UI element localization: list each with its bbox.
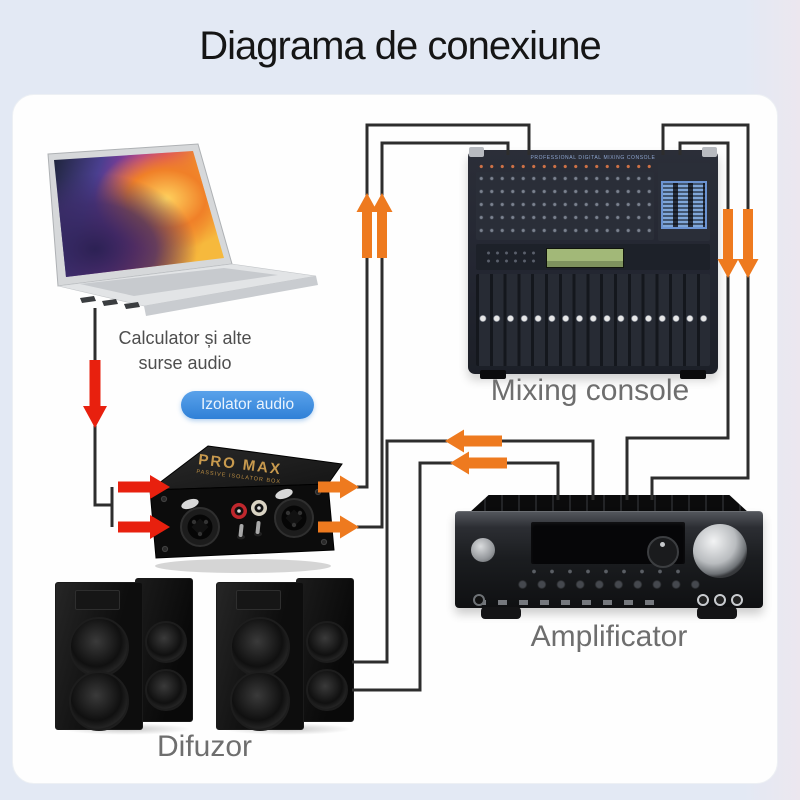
speaker-cabinet: [296, 578, 354, 722]
console-lcd-display: [546, 248, 624, 268]
amplifier-button-row: [525, 568, 685, 575]
console-caption: Mixing console: [490, 374, 690, 407]
speaker-woofer: [230, 671, 290, 731]
xlr-connector-left: [180, 498, 220, 547]
console-vu-meter: [661, 181, 707, 229]
amplifier-illustration: [455, 495, 763, 625]
speaker-pair-left: [55, 578, 197, 735]
speaker-pair-right: [216, 578, 358, 735]
console-gain-knob-row: [476, 163, 654, 170]
console-fader-caps: [476, 312, 710, 324]
rca-jack-red: [231, 503, 247, 519]
amplifier-foot: [481, 607, 521, 619]
speaker-port: [74, 590, 120, 610]
power-knob: [471, 538, 495, 562]
console-master-section: [658, 163, 710, 241]
speaker-cabinet: [216, 582, 304, 731]
console-panel-label: PROFESSIONAL DIGITAL MIXING CONSOLE: [530, 155, 656, 161]
laptop-caption: Calculator și alte surse audio: [85, 326, 285, 376]
rca-jack-white: [251, 500, 267, 516]
speaker-cabinet: [135, 578, 193, 722]
laptop-caption-line1: Calculator și alte: [118, 328, 252, 348]
speaker-cabinet: [55, 582, 143, 731]
xlr-connector-right: [274, 488, 314, 538]
speakers-caption: Difuzor: [156, 730, 253, 763]
laptop-port-icon: [102, 299, 118, 306]
console-fader-section: [476, 274, 710, 366]
console-knob-section: [476, 172, 654, 240]
headphone-jack-icon: [473, 594, 485, 606]
speaker-woofer: [230, 617, 290, 677]
amplifier-logo-strip: [477, 600, 656, 605]
laptop-front-edge: [144, 276, 318, 316]
laptop-keyboard: [80, 268, 278, 296]
isolator-box-illustration: PRO MAX PASSIVE ISOLATOR BOX: [148, 445, 343, 573]
laptop-port-icon: [80, 296, 96, 303]
rca-jacks: [697, 594, 743, 606]
speaker-woofer: [69, 671, 129, 731]
mixing-console-illustration: PROFESSIONAL DIGITAL MIXING CONSOLE: [468, 147, 718, 379]
ground-switch: [237, 521, 262, 540]
isolator-audio-badge: Izolator audio: [181, 391, 315, 419]
amplifier-knob-row: [513, 578, 705, 591]
amplifier-body: [455, 511, 763, 608]
selector-knob: [647, 536, 679, 568]
laptop-caption-line2: surse audio: [138, 352, 232, 373]
amplifier-foot: [697, 607, 737, 619]
amplifier-caption: Amplificator: [530, 620, 688, 653]
volume-knob: [693, 524, 747, 578]
laptop-illustration: [47, 143, 318, 316]
console-middle-strip: [476, 244, 710, 270]
laptop-port-icon: [124, 302, 140, 309]
screws: [160, 488, 328, 553]
page-title: Diagrama de conexiune: [199, 24, 601, 68]
speaker-woofer: [69, 617, 129, 677]
console-button-grid: [484, 249, 536, 265]
speaker-port: [235, 590, 281, 610]
